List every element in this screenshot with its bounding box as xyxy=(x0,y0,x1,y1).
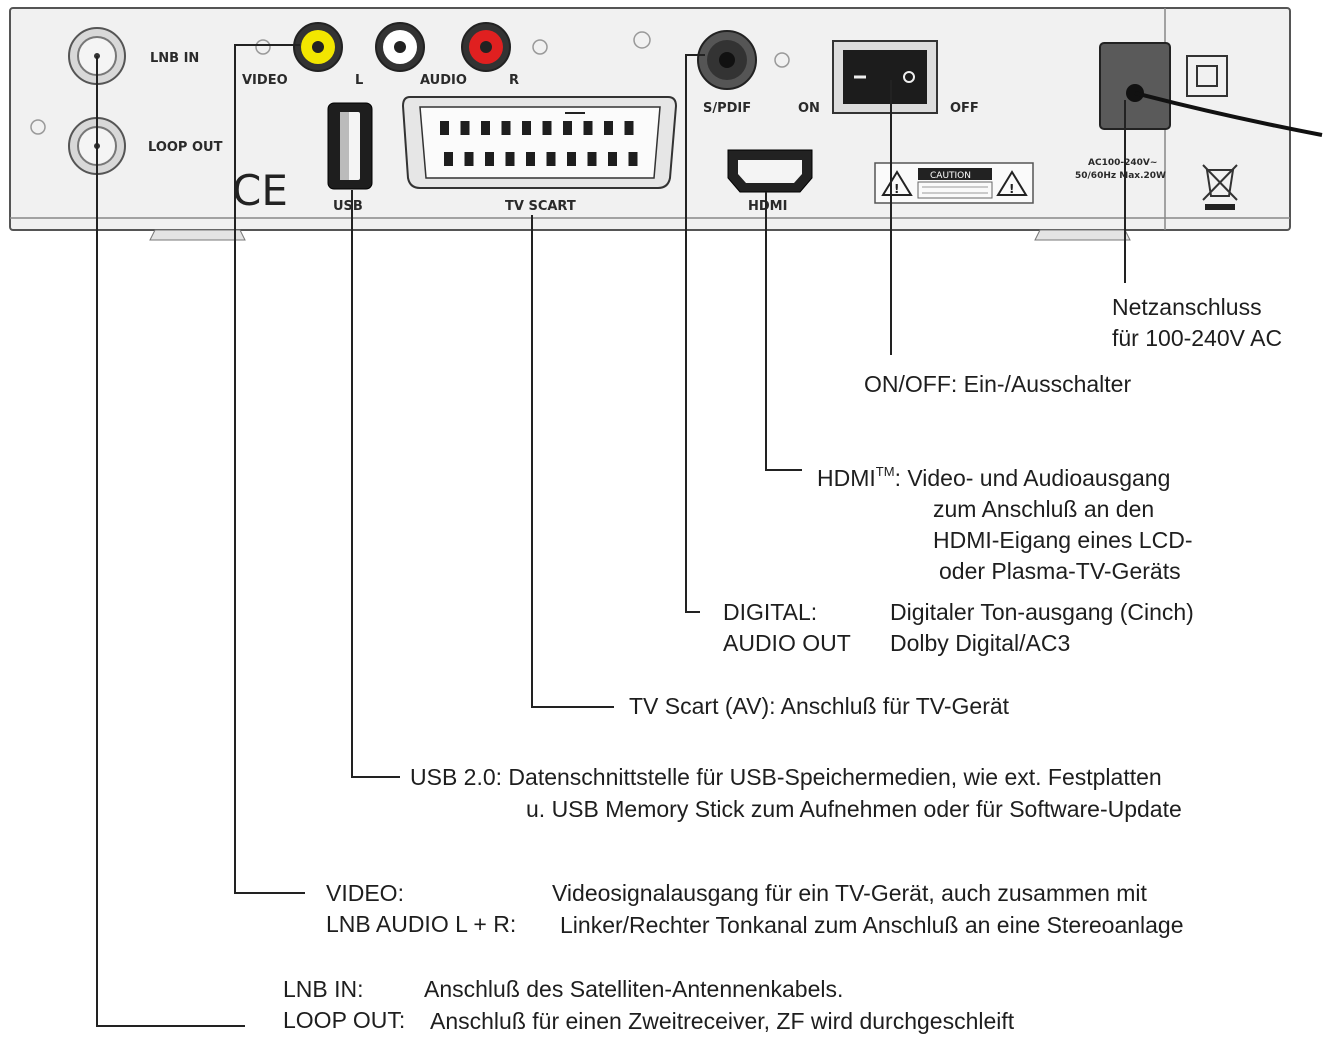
callout-lnb-desc1: Anschluß des Satelliten-Antennenkabels. xyxy=(424,976,844,1002)
callout-power-line1: Netzanschluss xyxy=(1112,294,1262,320)
scart-pin-rows xyxy=(440,121,638,166)
callout-video-desc2: Linker/Rechter Tonkanal zum Anschluß an … xyxy=(560,912,1184,938)
callout-video-label1: VIDEO: xyxy=(326,880,404,906)
callout-power: Netzanschluss für 100-240V AC xyxy=(1112,292,1282,354)
off-panel-label: OFF xyxy=(950,101,979,116)
audio-r-jack xyxy=(461,22,511,72)
callout-video-label2: LNB AUDIO L + R: xyxy=(326,911,517,937)
callout-digital-label1: DIGITAL: xyxy=(723,599,818,625)
callout-video-desc1: Videosignalausgang für ein TV-Gerät, auc… xyxy=(552,880,1147,906)
callout-lnb-labels: LNB IN: LOOP OUT: xyxy=(283,974,405,1036)
panel-foot-left xyxy=(149,229,246,241)
l-panel-label: L xyxy=(355,73,363,88)
video-panel-label: VIDEO xyxy=(242,73,288,88)
callout-hdmi-line3: HDMI-Eigang eines LCD- xyxy=(933,527,1193,553)
power-rating-line1: AC100-240V~ xyxy=(1088,158,1157,168)
svg-text:!: ! xyxy=(1009,182,1014,196)
callout-hdmi-tm: TM xyxy=(875,464,895,479)
callout-hdmi-line4: oder Plasma-TV-Geräts xyxy=(939,558,1181,584)
hdmi-panel-label: HDMI xyxy=(748,199,787,214)
power-inlet xyxy=(1099,42,1323,137)
loop-out-panel-label: LOOP OUT xyxy=(148,140,223,155)
caution-text: CAUTION xyxy=(930,171,971,181)
callout-digital-desc1: Digitaler Ton-ausgang (Cinch) xyxy=(890,599,1194,625)
screw-hole xyxy=(532,39,548,55)
video-jack xyxy=(293,22,343,72)
on-panel-label: ON xyxy=(798,101,820,116)
callout-hdmi-line1: : Video- und Audioausgang xyxy=(894,465,1171,491)
callout-digital-desc: Digitaler Ton-ausgang (Cinch) Dolby Digi… xyxy=(890,597,1194,659)
power-cable xyxy=(1134,91,1323,137)
callout-usb-line1: USB 2.0: Datenschnittstelle für USB-Spei… xyxy=(410,764,1162,790)
scart-connector xyxy=(401,96,678,189)
scart-pin xyxy=(608,152,617,166)
scart-pin xyxy=(604,121,613,135)
leader-hdmi xyxy=(765,192,802,471)
scart-pin xyxy=(624,121,634,135)
callout-lnb-label1: LNB IN: xyxy=(283,976,364,1002)
callout-digital-desc2: Dolby Digital/AC3 xyxy=(890,630,1071,656)
scart-pin xyxy=(583,121,593,135)
scart-pin xyxy=(628,152,638,166)
panel-foot-right xyxy=(1034,229,1131,241)
hdmi-port xyxy=(727,149,813,193)
scart-pin xyxy=(501,121,511,135)
callout-usb-line2: u. USB Memory Stick zum Aufnehmen oder f… xyxy=(526,796,1182,822)
weee-bin-icon xyxy=(1202,164,1238,210)
callout-hdmi-line2: zum Anschluß an den xyxy=(933,496,1155,522)
callout-scart: TV Scart (AV): Anschluß für TV-Gerät xyxy=(629,693,1010,719)
power-switch xyxy=(832,40,938,114)
screw-hole xyxy=(255,39,271,55)
scart-pin xyxy=(546,152,556,166)
scart-pin xyxy=(505,152,515,166)
spdif-panel-label: S/PDIF xyxy=(703,101,751,116)
screw-hole xyxy=(30,119,46,135)
scart-pin xyxy=(526,152,535,166)
audio-panel-label: AUDIO xyxy=(420,73,467,88)
usb-panel-label: USB xyxy=(333,199,363,214)
double-insulation-icon xyxy=(1186,55,1228,97)
callout-hdmi: HDMITM: Video- und Audioausgang zum Ansc… xyxy=(817,456,1192,587)
power-rating-line2: 50/60Hz Max.20W xyxy=(1075,171,1166,181)
r-panel-label: R xyxy=(509,73,519,88)
leader-usb xyxy=(351,190,400,778)
scart-pin xyxy=(444,152,453,166)
scart-pin xyxy=(460,121,470,135)
scart-pin xyxy=(481,121,490,135)
callout-digital-label2: AUDIO OUT xyxy=(723,630,851,656)
ce-mark: CE xyxy=(232,166,288,215)
scart-pin xyxy=(563,121,572,135)
callout-lnb-label2: LOOP OUT: xyxy=(283,1007,406,1033)
audio-l-jack xyxy=(375,22,425,72)
scart-pin xyxy=(542,121,552,135)
callout-video-labels: VIDEO: LNB AUDIO L + R: xyxy=(326,878,516,940)
usb-port xyxy=(327,102,373,190)
scart-pin xyxy=(485,152,494,166)
leader-video-audio xyxy=(234,44,305,894)
scart-pin xyxy=(587,152,597,166)
callout-lnb-desc2: Anschluß für einen Zweitreceiver, ZF wir… xyxy=(430,1008,1015,1034)
leader-lnb xyxy=(96,56,245,1027)
screw-hole xyxy=(633,31,651,49)
scart-pin xyxy=(464,152,474,166)
scart-pin xyxy=(440,121,449,135)
leader-lines xyxy=(96,44,1126,1027)
callout-hdmi-label: HDMI xyxy=(817,465,876,491)
svg-text:!: ! xyxy=(894,182,899,196)
callout-onoff: ON/OFF: Ein-/Ausschalter xyxy=(864,371,1132,397)
tv-scart-panel-label: TV SCART xyxy=(505,199,576,214)
spdif-jack xyxy=(697,30,757,90)
rear-panel: LNB IN LOOP OUT CE VIDEO L AUDIO R xyxy=(9,7,1323,241)
callout-digital-labels: DIGITAL: AUDIO OUT xyxy=(723,597,851,659)
leader-scart xyxy=(531,215,614,708)
leader-spdif xyxy=(685,54,705,613)
scart-pin xyxy=(567,152,576,166)
caution-label: ! ! CAUTION xyxy=(874,162,1034,204)
callout-power-line2: für 100-240V AC xyxy=(1112,325,1283,351)
lnb-in-panel-label: LNB IN xyxy=(150,51,199,66)
screw-hole xyxy=(774,52,790,68)
scart-pin xyxy=(522,121,531,135)
